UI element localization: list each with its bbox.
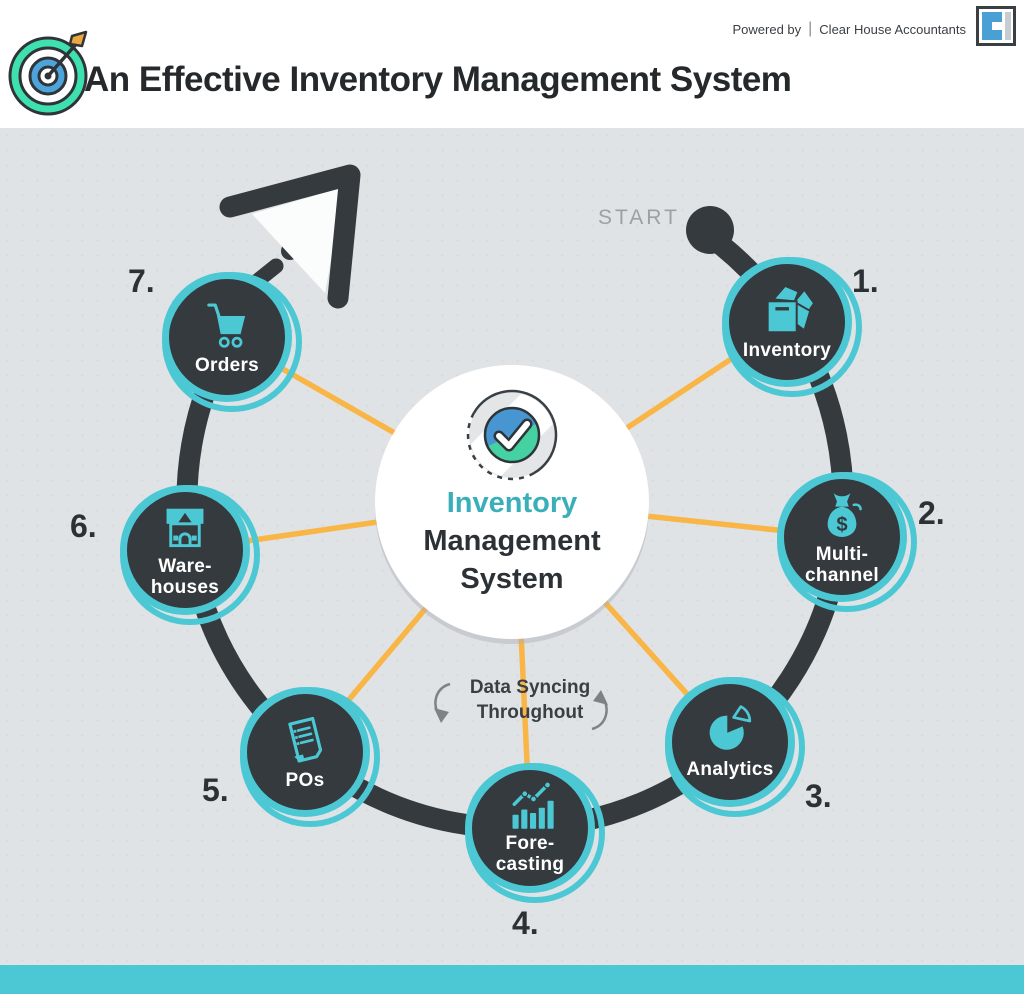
step-number-6: 6.: [70, 508, 97, 544]
sync-arrowhead-right: [593, 690, 608, 705]
pie-chart-icon: [709, 705, 752, 751]
node-inventory: Inventory: [722, 257, 852, 387]
node-label: Inventory: [742, 340, 832, 362]
forecast-chart-icon: [512, 781, 554, 829]
brand-name: Clear House Accountants: [819, 21, 966, 37]
powered-by: Powered by | Clear House Accountants: [732, 20, 966, 38]
node-label: Analytics: [686, 759, 774, 781]
node-label: Ware- houses: [150, 555, 220, 598]
node-label: Orders: [194, 355, 260, 377]
hub-circle: Inventory Management System: [375, 365, 649, 639]
step-number-3: 3.: [805, 778, 832, 814]
warehouse-icon: [166, 508, 204, 548]
node-label: POs: [285, 770, 325, 792]
step-number-2: 2.: [918, 495, 945, 531]
exit-arrow-icon: [219, 164, 361, 309]
inventory-box-icon: [766, 285, 815, 334]
shopping-cart-icon: [207, 303, 246, 348]
node-warehouses: Ware- houses: [120, 485, 250, 615]
hub-title-line2: Management: [423, 525, 601, 557]
node-analytics: Analytics: [665, 677, 795, 807]
node-pos: POs: [240, 687, 370, 817]
node-label: Fore- casting: [495, 832, 565, 875]
footer-white-strip: [0, 994, 1024, 1001]
start-label: START: [598, 206, 680, 229]
footer-accent-bar: [0, 965, 1024, 994]
node-multichannel: $ Multi- channel: [777, 472, 907, 602]
page-title: An Effective Inventory Management System: [84, 60, 792, 99]
svg-text:$: $: [836, 514, 847, 536]
powered-by-label: Powered by: [732, 21, 802, 37]
node-forecasting: Fore- casting: [465, 763, 595, 893]
data-syncing-note: Data Syncing Throughout: [469, 677, 591, 723]
sync-arrowhead-left: [434, 708, 449, 723]
start-dot: [686, 206, 734, 254]
money-bag-icon: $: [827, 493, 862, 537]
step-number-5: 5.: [202, 772, 229, 808]
node-label: Multi- channel: [805, 543, 879, 586]
exit-arrow-fill: [252, 187, 344, 293]
node-orders: Orders: [162, 272, 292, 402]
powered-by-divider: |: [808, 20, 813, 37]
header: An Effective Inventory Management System…: [0, 0, 1024, 128]
check-badge-icon: [466, 389, 558, 481]
step-number-7: 7.: [128, 263, 155, 299]
hub-title-line1: Inventory: [446, 487, 578, 519]
hub-title-line3: System: [460, 563, 564, 595]
purchase-order-icon: [288, 717, 323, 763]
brand-logo-icon: [976, 6, 1016, 46]
target-bullseye-icon: [8, 30, 88, 116]
step-number-4: 4.: [512, 905, 539, 941]
step-number-1: 1.: [852, 263, 879, 299]
